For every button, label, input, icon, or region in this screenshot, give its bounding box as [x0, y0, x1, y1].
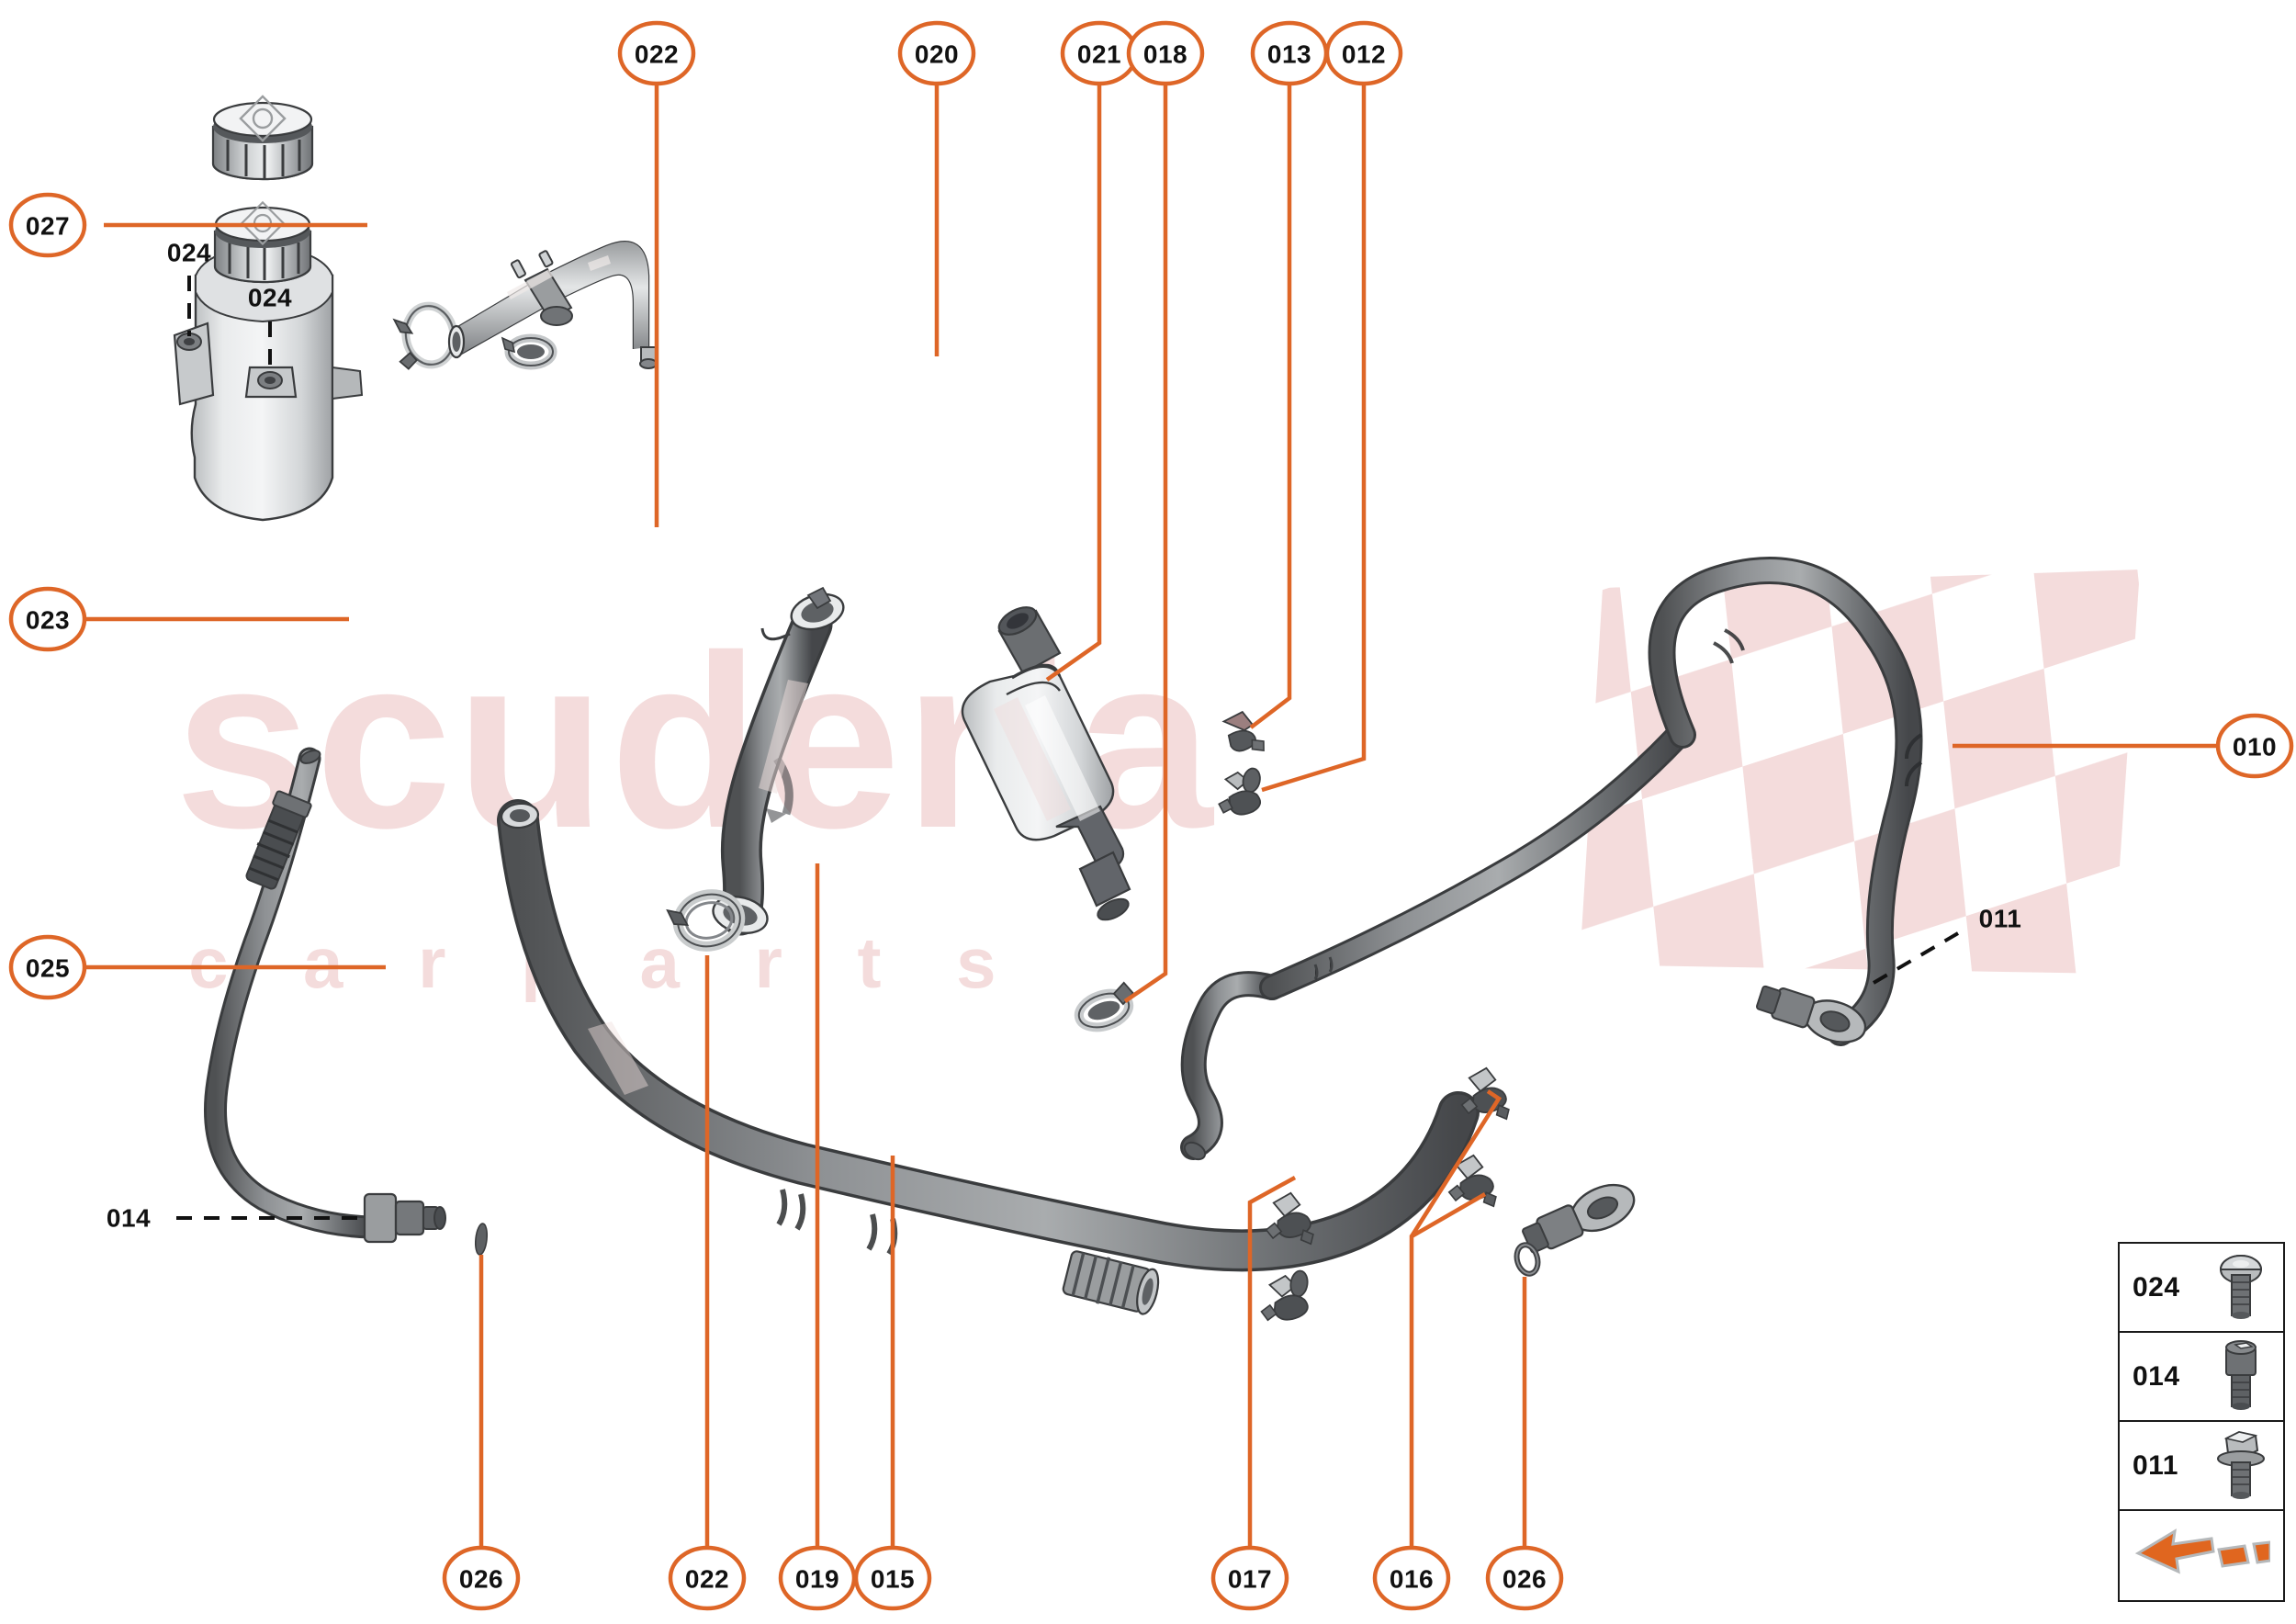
callout-label: 023 — [26, 606, 70, 635]
callout-016[interactable]: 016 — [1372, 1545, 1451, 1611]
legend-row-024: 024 — [2120, 1244, 2283, 1333]
callout-022-top[interactable]: 022 — [617, 20, 696, 86]
part-hose-retaining-clip-c — [1447, 1154, 1497, 1208]
part-hose-clamp-below-pipe — [501, 333, 557, 370]
legend-number: 024 — [2133, 1271, 2180, 1303]
plain-label-014: 014 — [107, 1204, 151, 1233]
plain-label-024-lower: 024 — [248, 284, 292, 312]
watermark-tagline: c a r p a r t s — [188, 922, 1024, 1003]
part-filter-outlet-clamp — [1074, 981, 1134, 1032]
part-pressure-line-hose — [1648, 556, 1923, 1046]
plain-label-text: 024 — [248, 284, 292, 312]
plain-label-text: 024 — [167, 239, 211, 267]
callout-label: 021 — [1077, 40, 1121, 69]
part-hose-retaining-clip-d — [1460, 1066, 1510, 1121]
part-reservoir-cap — [211, 95, 314, 181]
callout-label: 026 — [459, 1565, 503, 1594]
plain-label-011: 011 — [1979, 905, 2022, 933]
legend-row-014: 014 — [2120, 1333, 2283, 1422]
callout-022-bottom[interactable]: 022 — [668, 1545, 747, 1611]
legend-row-011: 011 — [2120, 1422, 2283, 1511]
part-hose-clamp-bottom — [666, 889, 746, 952]
callout-label: 025 — [26, 954, 70, 983]
callout-019[interactable]: 019 — [778, 1545, 857, 1611]
part-supply-hose-upper — [204, 747, 446, 1244]
callout-026-left[interactable]: 026 — [442, 1545, 521, 1611]
callout-025[interactable]: 025 — [8, 934, 87, 1000]
callout-020[interactable]: 020 — [897, 20, 976, 86]
part-o-ring-seal-right — [1514, 1242, 1541, 1277]
part-hose-retaining-clip-a — [1265, 1191, 1314, 1246]
hose-threaded-connector — [1062, 1250, 1160, 1315]
callout-label: 017 — [1228, 1565, 1272, 1594]
callout-021[interactable]: 021 — [1060, 20, 1139, 86]
callout-018[interactable]: 018 — [1126, 20, 1205, 86]
callout-label: 027 — [26, 212, 70, 241]
callout-label: 022 — [635, 40, 679, 69]
part-main-return-hose — [497, 799, 1636, 1315]
callout-013[interactable]: 013 — [1250, 20, 1329, 86]
part-fluid-reservoir-tank — [173, 200, 364, 522]
callout-010[interactable]: 010 — [2215, 713, 2294, 779]
part-pressure-line-banjo-fitting — [1755, 985, 1867, 1043]
leader-lines — [72, 85, 2257, 1573]
part-retaining-clip-large — [1218, 767, 1262, 816]
plain-label-text: 014 — [107, 1204, 151, 1233]
callout-label: 018 — [1143, 40, 1187, 69]
plain-label-text: 011 — [1979, 905, 2022, 933]
part-hose-end-fitting — [363, 1192, 446, 1244]
callout-012[interactable]: 012 — [1324, 20, 1403, 86]
part-branch-hose — [1180, 725, 1689, 1161]
orange-arrow-icon — [2134, 1528, 2270, 1573]
part-bent-filler-pipe — [447, 241, 658, 369]
legend-number: 011 — [2133, 1449, 2178, 1481]
cap-symbol-icon — [239, 95, 287, 142]
callout-023[interactable]: 023 — [8, 586, 87, 652]
socket-head-cap-screw-icon — [2225, 1339, 2257, 1410]
callout-017[interactable]: 017 — [1210, 1545, 1289, 1611]
callout-label: 022 — [685, 1565, 729, 1594]
part-hose-retaining-clip-b — [1260, 1269, 1309, 1322]
callout-label: 013 — [1267, 40, 1311, 69]
callout-015[interactable]: 015 — [853, 1545, 932, 1611]
part-retaining-clip-small — [1221, 710, 1265, 752]
callout-label: 012 — [1342, 40, 1386, 69]
fastener-legend-box: 024 014 — [2118, 1242, 2285, 1602]
callout-label: 010 — [2233, 733, 2277, 761]
dashed-leaders — [176, 276, 1960, 1220]
part-short-curved-hose — [712, 586, 845, 936]
plain-label-024-upper: 024 — [167, 239, 211, 267]
callout-label: 016 — [1390, 1565, 1434, 1594]
callout-027[interactable]: 027 — [8, 192, 87, 258]
part-o-ring-seal-left — [474, 1223, 489, 1256]
legend-number: 014 — [2133, 1360, 2180, 1392]
callout-label: 015 — [871, 1565, 915, 1594]
hex-flange-bolt-icon — [2217, 1430, 2265, 1499]
hose-corrugated-connector — [245, 790, 312, 890]
part-inline-fuel-filter — [961, 606, 1131, 921]
callout-label: 019 — [795, 1565, 839, 1594]
part-banjo-end-fitting — [1522, 1183, 1636, 1254]
button-head-bolt-icon — [2219, 1254, 2263, 1319]
callout-026-right[interactable]: 026 — [1485, 1545, 1564, 1611]
callout-label: 026 — [1503, 1565, 1547, 1594]
callout-label: 020 — [915, 40, 959, 69]
legend-row-arrow — [2120, 1511, 2283, 1600]
